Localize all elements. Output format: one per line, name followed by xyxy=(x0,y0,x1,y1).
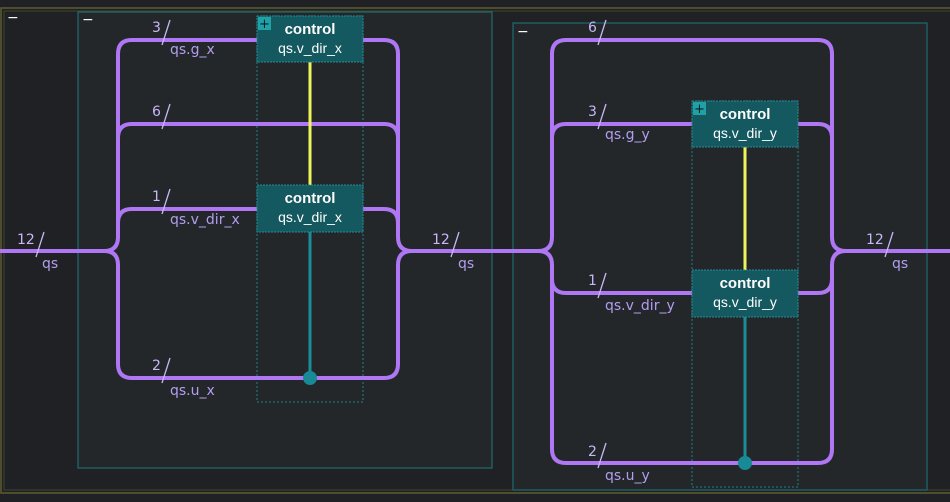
wire-register-6-y xyxy=(536,38,848,253)
group-frame-x xyxy=(77,11,493,469)
register-label: qs.u_x xyxy=(170,383,215,399)
register-label: qs.v_dir_y xyxy=(605,298,675,314)
bundle-slash xyxy=(597,272,607,299)
bundle-slash xyxy=(597,103,607,130)
wire-label: qs xyxy=(458,256,474,272)
bundle-slash xyxy=(161,357,171,384)
register-label: qs.g_y xyxy=(605,127,650,143)
control-box-y-bottom[interactable]: control qs.v_dir_y xyxy=(691,269,799,318)
bundle-slash xyxy=(597,19,607,46)
group-frame-y xyxy=(512,22,928,491)
control-box-y-top[interactable]: + control qs.v_dir_y xyxy=(691,100,799,148)
wire-label: qs xyxy=(892,256,908,272)
wire-register-u-y xyxy=(536,249,848,465)
plus-icon[interactable]: + xyxy=(694,102,705,117)
wire-register-u-x xyxy=(102,249,414,380)
register-count: 6 xyxy=(588,20,597,36)
register-label: qs.v_dir_x xyxy=(170,212,240,228)
control-dot-y[interactable] xyxy=(738,456,752,470)
register-label: qs.g_x xyxy=(170,42,215,58)
control-box-subtitle: qs.v_dir_x xyxy=(278,40,342,56)
control-box-title: control xyxy=(285,190,336,207)
control-box-subtitle: qs.v_dir_y xyxy=(713,125,777,141)
control-box-subtitle: qs.v_dir_x xyxy=(278,209,342,225)
bundle-slash xyxy=(450,231,460,258)
bundle-slash xyxy=(35,231,45,258)
register-count: 3 xyxy=(152,20,161,36)
control-box-title: control xyxy=(720,106,771,123)
wire-label: qs xyxy=(42,256,58,272)
register-count: 1 xyxy=(588,273,597,289)
bundle-slash xyxy=(884,231,894,258)
register-label: qs.u_y xyxy=(605,468,650,484)
register-count: 3 xyxy=(588,104,597,120)
register-count: 6 xyxy=(152,104,161,120)
bundle-slash xyxy=(161,103,171,130)
register-count: 2 xyxy=(152,358,161,374)
bundle-slash xyxy=(161,19,171,46)
plus-icon[interactable]: + xyxy=(259,17,270,32)
register-count: 1 xyxy=(152,189,161,205)
control-box-title: control xyxy=(285,21,336,38)
wire-count: 12 xyxy=(866,232,884,248)
control-box-subtitle: qs.v_dir_y xyxy=(713,294,777,310)
control-box-x-top[interactable]: + control qs.v_dir_x xyxy=(256,15,364,63)
expand-icon-bg[interactable] xyxy=(693,102,706,115)
collapse-icon[interactable]: − xyxy=(517,24,529,40)
collapse-icon[interactable]: − xyxy=(82,12,94,28)
collapse-icon[interactable]: − xyxy=(7,10,19,26)
register-count: 2 xyxy=(588,444,597,460)
expand-icon-bg[interactable] xyxy=(258,17,271,30)
control-box-x-bottom[interactable]: control qs.v_dir_x xyxy=(256,184,364,233)
control-dot-x[interactable] xyxy=(303,371,317,385)
wire-count: 12 xyxy=(432,232,450,248)
control-box-title: control xyxy=(720,275,771,292)
wire-register-6-x xyxy=(116,122,400,140)
bundle-slash xyxy=(597,442,607,469)
bundle-slash xyxy=(161,188,171,215)
wire-count: 12 xyxy=(17,232,35,248)
